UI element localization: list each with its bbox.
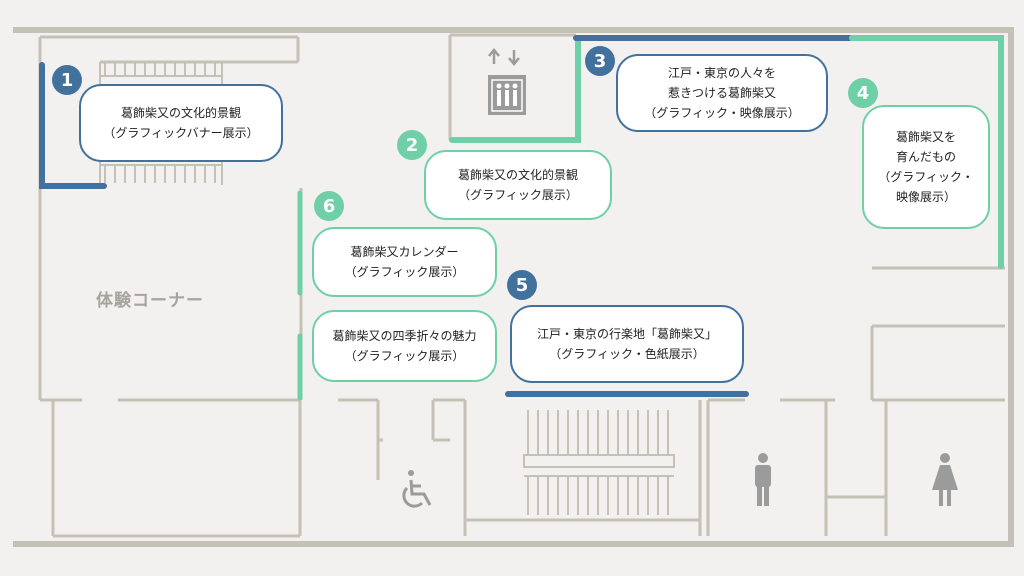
exhibit-3-label[interactable]: 江戸・東京の人々を 惹きつける葛飾柴又 （グラフィック・映像展示） bbox=[616, 54, 828, 132]
exhibit-walls bbox=[39, 35, 1004, 401]
exhibit-5-label[interactable]: 江戸・東京の行楽地「葛飾柴又」 （グラフィック・色紙展示） bbox=[510, 305, 744, 383]
exhibit-2-label[interactable]: 葛飾柴又の文化的景観 （グラフィック展示） bbox=[424, 150, 612, 220]
exhibit-1-badge: 1 bbox=[52, 65, 82, 95]
women-restroom-icon bbox=[932, 453, 958, 506]
exhibit-6-title: 葛飾柴又カレンダー bbox=[350, 245, 459, 259]
exhibit-1-label[interactable]: 葛飾柴又の文化的景観 （グラフィックバナー展示） bbox=[79, 84, 283, 162]
exhibit-2-subtitle: （グラフィック展示） bbox=[458, 188, 578, 202]
exhibit-3-line1: 江戸・東京の人々を bbox=[667, 66, 776, 80]
exhibit-2-title: 葛飾柴又の文化的景観 bbox=[457, 168, 578, 182]
stairs-bottom bbox=[523, 410, 675, 515]
exhibit-4-label[interactable]: 葛飾柴又を 育んだもの （グラフィック・ 映像展示） bbox=[862, 105, 990, 229]
taiken-corner-label: 体験コーナー bbox=[96, 291, 204, 311]
exhibit-5-title: 江戸・東京の行楽地「葛飾柴又」 bbox=[536, 327, 717, 341]
exhibit-6-badge: 6 bbox=[314, 191, 344, 221]
exhibit-seasons-title: 葛飾柴又の四季折々の魅力 bbox=[332, 329, 477, 343]
exhibit-3-line2: 惹きつける葛飾柴又 bbox=[667, 86, 776, 100]
exhibit-2-wall bbox=[449, 35, 581, 143]
exhibit-seasons-label[interactable]: 葛飾柴又の四季折々の魅力 （グラフィック展示） bbox=[312, 310, 497, 382]
exhibit-4-badge: 4 bbox=[848, 78, 878, 108]
exhibit-1-subtitle: （グラフィックバナー展示） bbox=[103, 126, 259, 140]
wheelchair-icon bbox=[402, 470, 432, 508]
exhibit-4-wall bbox=[849, 35, 1004, 269]
exhibit-4-line1: 葛飾柴又を bbox=[895, 130, 956, 144]
exhibit-1-wall bbox=[39, 62, 107, 189]
exhibit-4-line3: （グラフィック・ bbox=[878, 170, 974, 184]
exhibit-3-line3: （グラフィック・映像展示） bbox=[644, 106, 800, 120]
exhibit-2-badge: 2 bbox=[397, 130, 427, 160]
exhibit-6-label[interactable]: 葛飾柴又カレンダー （グラフィック展示） bbox=[312, 227, 497, 297]
elevator-icon bbox=[488, 48, 526, 115]
exhibit-6-subtitle: （グラフィック展示） bbox=[344, 265, 465, 279]
exhibit-4-line4: 映像展示） bbox=[895, 190, 956, 204]
exhibit-5-badge: 5 bbox=[507, 270, 537, 300]
exhibit-3-badge: 3 bbox=[585, 46, 615, 76]
exhibit-seasons-subtitle: （グラフィック展示） bbox=[344, 349, 465, 363]
exhibit-4-line2: 育んだもの bbox=[895, 150, 956, 164]
exhibit-5-subtitle: （グラフィック・色紙展示） bbox=[549, 347, 705, 361]
exhibit-1-title: 葛飾柴又の文化的景観 bbox=[120, 106, 241, 120]
men-restroom-icon bbox=[755, 453, 771, 506]
